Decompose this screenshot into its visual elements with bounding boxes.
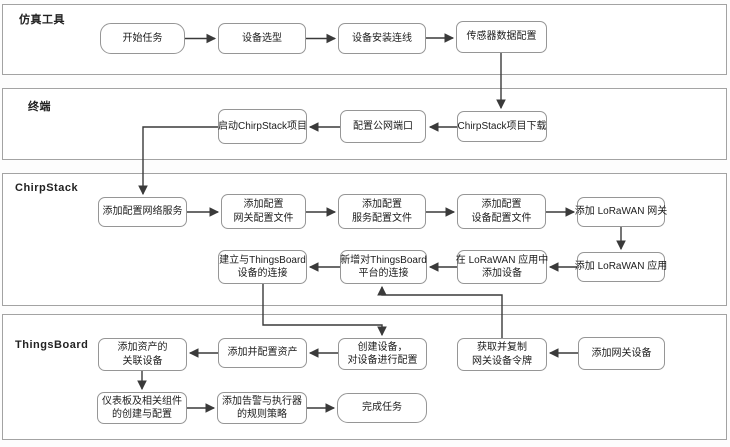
node-start-task: 开始任务 xyxy=(100,23,185,54)
node-gateway-profile: 添加配置 网关配置文件 xyxy=(221,194,306,229)
node-service-profile: 添加配置 服务配置文件 xyxy=(338,194,426,229)
lane-chirpstack-label: ChirpStack xyxy=(15,182,79,194)
node-add-asset-related-devices: 添加资产的 关联设备 xyxy=(98,338,187,371)
node-alarm-rule-strategy: 添加告警与执行器 的规则策略 xyxy=(217,392,307,424)
node-add-lorawan-app: 添加 LoRaWAN 应用 xyxy=(575,252,667,282)
node-add-device-in-app: 在 LoRaWAN 应用中 添加设备 xyxy=(456,250,548,284)
lane-chirpstack: ChirpStack xyxy=(2,173,727,306)
node-device-install-wiring: 设备安装连线 xyxy=(338,23,426,54)
node-new-thingsboard-connection: 新增对ThingsBoard 平台的连接 xyxy=(340,250,427,284)
node-add-gateway-device: 添加网关设备 xyxy=(578,337,665,370)
node-finish-task: 完成任务 xyxy=(337,393,427,423)
node-launch-chirpstack-project: 启动ChirpStack项目 xyxy=(218,109,307,144)
node-establish-device-connection: 建立与ThingsBoard 设备的连接 xyxy=(218,250,307,284)
node-sensor-data-config: 传感器数据配置 xyxy=(456,21,547,53)
node-add-network-service: 添加配置网络服务 xyxy=(98,197,187,227)
lane-terminal: 终端 xyxy=(2,88,727,160)
node-add-lorawan-gateway: 添加 LoRaWAN 网关 xyxy=(575,197,667,227)
node-device-selection: 设备选型 xyxy=(218,23,306,54)
node-config-public-port: 配置公网端口 xyxy=(340,110,426,143)
lane-terminal-label: 终端 xyxy=(28,101,51,113)
node-chirpstack-download: ChirpStack项目下载 xyxy=(457,111,547,142)
lane-thingsboard-label: ThingsBoard xyxy=(15,339,89,351)
node-copy-gateway-token: 获取并复制 网关设备令牌 xyxy=(457,338,547,371)
node-create-configure-device: 创建设备， 对设备进行配置 xyxy=(338,338,427,370)
lane-simulation-tool-label: 仿真工具 xyxy=(19,14,65,26)
node-add-configure-asset: 添加并配置资产 xyxy=(218,338,307,368)
node-device-profile: 添加配置 设备配置文件 xyxy=(457,194,546,229)
node-dashboard-creation: 仪表板及相关组件 的创建与配置 xyxy=(97,392,187,424)
